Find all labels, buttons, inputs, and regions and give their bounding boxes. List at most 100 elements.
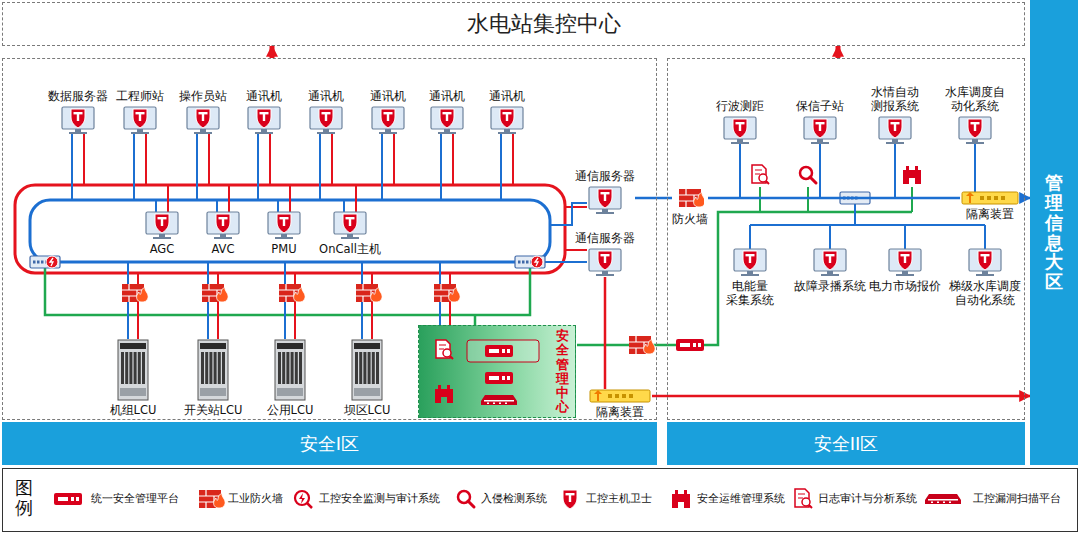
server-node: 梯级水库调度 自动化系统 <box>949 247 1021 307</box>
graphic-part <box>159 234 165 237</box>
legend-symbol <box>295 491 312 508</box>
graphic-part <box>598 189 612 208</box>
isolation-device: 隔离装置 <box>588 389 652 419</box>
graphic-part <box>275 340 305 400</box>
node-label: 防火墙 <box>672 212 708 226</box>
graphic-part <box>217 287 229 302</box>
graphic-part <box>499 403 501 405</box>
graphic-part <box>829 254 831 263</box>
graphic-part <box>381 109 395 128</box>
legend-box: 统一安全管理平台工业防火墙工控安全监测与审计系统入侵检测系统工控主机卫士安全运维… <box>2 468 1078 532</box>
graphic-part <box>809 505 812 508</box>
graphic-part <box>502 376 505 380</box>
graphic-part <box>644 339 656 354</box>
server-node-icon <box>266 210 302 240</box>
node-label: 安全管理中心 <box>556 329 569 415</box>
security-zone: 数据服务器工程师站操作员站通讯机通讯机通讯机通讯机通讯机AGCAVCPMUOnC… <box>2 58 657 420</box>
node-label: 行波测距 <box>716 99 764 113</box>
control-center-box: 水电站集控中心 <box>2 2 1025 46</box>
graphic-part <box>46 256 58 268</box>
graphic-part <box>431 107 463 129</box>
server-node-icon <box>246 105 282 135</box>
graphic-part <box>733 119 747 138</box>
legend-symbol <box>563 490 577 509</box>
graphic-part <box>987 196 991 200</box>
node-label: 电能量 采集系统 <box>726 279 774 307</box>
network-connector <box>708 197 960 200</box>
legend-symbol <box>795 489 812 508</box>
graphic-part <box>277 214 291 233</box>
lcu-cabinet-icon <box>273 339 307 401</box>
graphic-part <box>54 493 82 505</box>
server-node: 通讯机 <box>370 89 406 135</box>
server-node: 行波测距 <box>716 99 764 145</box>
graphic-part <box>124 107 156 129</box>
graphic-part <box>489 349 499 353</box>
graphic-part <box>802 498 810 506</box>
network-wire <box>565 249 587 251</box>
graphic-part <box>205 352 208 384</box>
node-label: 坝区LCU <box>344 403 391 417</box>
graphic-part <box>371 287 383 302</box>
network-wire <box>749 225 751 249</box>
node-label: 梯级水库调度 自动化系统 <box>949 279 1021 307</box>
server-node: 通讯机 <box>246 89 282 135</box>
network-wire <box>565 206 587 208</box>
graphic-part <box>484 400 514 402</box>
graphic-part <box>737 139 743 142</box>
graphic-part <box>134 352 137 384</box>
network-wire <box>133 134 135 200</box>
graphic-part <box>343 214 357 233</box>
graphic-part <box>502 349 505 353</box>
server-node-icon <box>732 247 768 277</box>
graphic-part <box>827 271 833 274</box>
graphic-part <box>214 237 232 239</box>
graphic-part <box>879 117 911 139</box>
lcu-cabinet: 机组LCU <box>110 339 157 417</box>
graphic-part <box>349 217 351 226</box>
graphic-part <box>263 112 265 121</box>
server-node: 电能量 采集系统 <box>726 247 774 307</box>
graphic-part <box>506 112 508 121</box>
graphic-part <box>743 251 757 270</box>
network-wire <box>196 134 198 200</box>
lcu-cabinet-icon <box>350 339 384 401</box>
graphic-part <box>972 139 978 142</box>
network-wire <box>974 144 976 198</box>
server-node: PMU <box>266 210 302 256</box>
firewall-node: 防火墙 <box>672 186 708 226</box>
node-label: 通讯机 <box>429 89 465 103</box>
server-node-icon <box>205 210 241 240</box>
network-wire <box>331 134 333 185</box>
graphic-part <box>295 491 309 505</box>
network-wire <box>319 134 321 200</box>
legend-symbol <box>458 491 474 507</box>
graphic-part <box>724 117 756 139</box>
graphic-part <box>201 352 204 384</box>
network-wire <box>550 203 587 225</box>
graphic-part <box>535 258 538 266</box>
graphic-part <box>133 109 147 128</box>
graphic-part <box>41 261 44 264</box>
graphic-part <box>943 502 945 504</box>
network-wire <box>819 144 821 198</box>
graphic-part <box>962 192 1018 204</box>
legend-label: 工控主机卫士 <box>586 492 652 506</box>
graphic-part <box>347 234 353 237</box>
network-wire <box>904 225 906 249</box>
graphic-part <box>77 112 79 121</box>
graphic-part <box>138 352 141 384</box>
graphic-part <box>58 497 68 501</box>
graphic-part <box>894 122 896 131</box>
node-label: 通讯机 <box>489 89 525 103</box>
server-node: AGC <box>144 210 180 256</box>
graphic-part <box>741 274 759 276</box>
server-node-icon <box>489 105 525 135</box>
server-node-icon <box>957 115 993 145</box>
graphic-part <box>435 385 453 403</box>
server-node-icon <box>812 247 848 277</box>
graphic-part <box>131 132 149 134</box>
node-label: 工程师站 <box>116 89 164 103</box>
graphic-part <box>310 107 342 129</box>
graphic-part <box>354 388 380 396</box>
